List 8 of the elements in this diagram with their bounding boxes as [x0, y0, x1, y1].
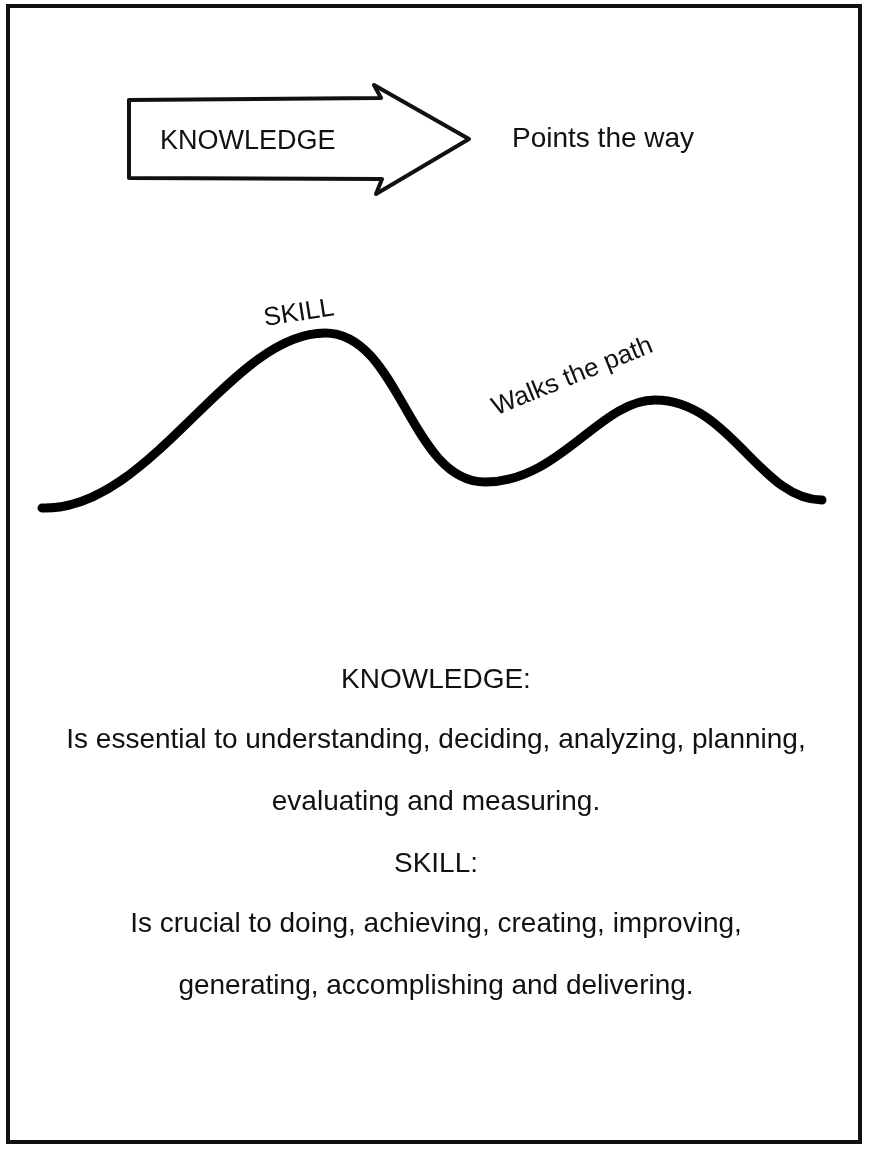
heading: SKILL: — [392, 846, 480, 880]
description-text: Is essential to understanding, deciding, analyzing, planning, evaluating and measuring. — [66, 722, 806, 818]
description-text: Is crucial to doing, achieving, creating, improving, generating, accomplishing and delivering. — [129, 906, 743, 1002]
heading: KNOWLEDGE: — [340, 662, 532, 696]
arrow-label: KNOWLEDGE — [160, 126, 336, 156]
curve-label: Walks the path — [487, 330, 657, 421]
caption-text: Points the way — [512, 123, 695, 154]
curve-label: SKILL — [261, 292, 336, 332]
